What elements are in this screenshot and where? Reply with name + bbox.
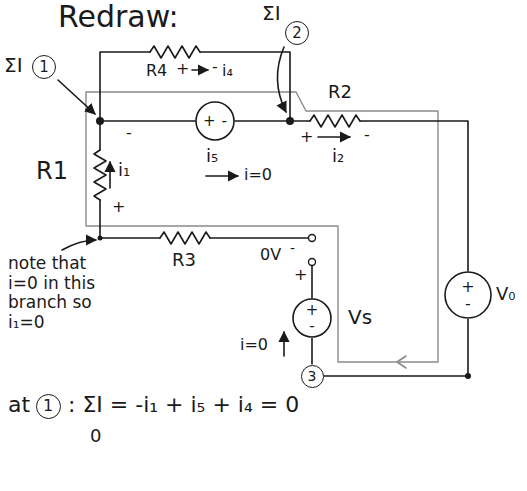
polarity-sign: - xyxy=(290,240,295,256)
current-arrow xyxy=(192,69,208,71)
leader-arrow xyxy=(58,80,95,114)
wire xyxy=(99,121,101,150)
resistor-symbol xyxy=(150,46,200,58)
component-label: R4 xyxy=(146,62,167,80)
wire xyxy=(360,121,468,271)
polarity-sign: - xyxy=(222,114,227,129)
node-number: 3 xyxy=(308,369,317,383)
voltage-source: +- xyxy=(444,271,492,319)
polarity-sign: + xyxy=(461,279,474,295)
current-label: i₄ xyxy=(222,62,233,80)
current-label: i₅ xyxy=(206,146,218,167)
equation-text: 0 xyxy=(90,426,101,447)
current-label: i=0 xyxy=(244,166,272,184)
current-arrow xyxy=(206,175,238,177)
leader-arrow xyxy=(277,47,286,112)
wire xyxy=(100,52,150,121)
polarity-sign: + xyxy=(300,128,313,146)
source-circle xyxy=(293,299,331,337)
current-label: i₁ xyxy=(118,160,130,181)
wire xyxy=(100,120,195,122)
polarity-sign: + xyxy=(112,198,125,216)
junction-dot xyxy=(96,117,104,125)
wire xyxy=(311,338,313,365)
current-source: +- xyxy=(195,101,235,141)
polarity-sign: + xyxy=(203,114,216,129)
polarity-sign: - xyxy=(309,319,314,334)
equation-text: : ΣI = -i₁ + i₅ + i₄ = 0 xyxy=(68,392,299,417)
polarity-sign: + xyxy=(294,266,307,284)
node-circle: 3 xyxy=(301,365,324,388)
junction-dot xyxy=(286,117,294,125)
source-circle xyxy=(445,272,491,318)
note: note that i=0 in this branch so i₁=0 xyxy=(8,254,108,332)
current-arrow xyxy=(318,136,350,138)
node-number: 1 xyxy=(43,398,53,414)
node-number: 1 xyxy=(39,60,49,75)
polarity-sign: - xyxy=(212,58,218,76)
sum-label: ΣI xyxy=(262,2,281,25)
component-label: R2 xyxy=(328,82,352,103)
component-label: R1 xyxy=(36,158,68,186)
current-label: i=0 xyxy=(240,336,268,354)
voltage-label: 0V xyxy=(260,246,281,264)
resistor-symbol xyxy=(94,150,106,200)
open-terminal xyxy=(309,235,316,242)
component-label: Vs xyxy=(348,306,372,329)
wire xyxy=(210,237,309,239)
component-label: R3 xyxy=(172,250,196,271)
polarity-sign: - xyxy=(126,124,132,142)
current-arrow xyxy=(283,332,285,356)
equation-text: at xyxy=(8,392,30,417)
resistor-symbol xyxy=(310,115,360,127)
resistor-symbol xyxy=(160,232,210,244)
voltage-source: +- xyxy=(292,298,332,338)
polarity-sign: - xyxy=(364,126,370,144)
junction-dot xyxy=(98,236,103,241)
wire xyxy=(311,266,313,299)
leader-arrow xyxy=(62,240,96,250)
current-arrow xyxy=(109,162,111,188)
wire xyxy=(235,120,290,122)
source-circle xyxy=(196,102,234,140)
sum-label: ΣI xyxy=(4,54,23,77)
heading: Redraw: xyxy=(58,0,179,35)
wire xyxy=(324,319,469,376)
node-circle: 1 xyxy=(36,394,61,419)
polarity-sign: + xyxy=(176,60,189,78)
loop-path xyxy=(86,92,438,362)
node-circle: 1 xyxy=(32,55,56,79)
loop-arrow xyxy=(397,356,406,368)
polarity-sign: - xyxy=(465,296,471,312)
node-circle: 2 xyxy=(285,21,309,45)
wire xyxy=(100,200,160,238)
component-label: V₀ xyxy=(496,284,516,305)
node-number: 2 xyxy=(292,26,302,41)
current-label: i₂ xyxy=(332,146,344,167)
polarity-sign: + xyxy=(306,303,319,318)
open-terminal xyxy=(309,259,316,266)
